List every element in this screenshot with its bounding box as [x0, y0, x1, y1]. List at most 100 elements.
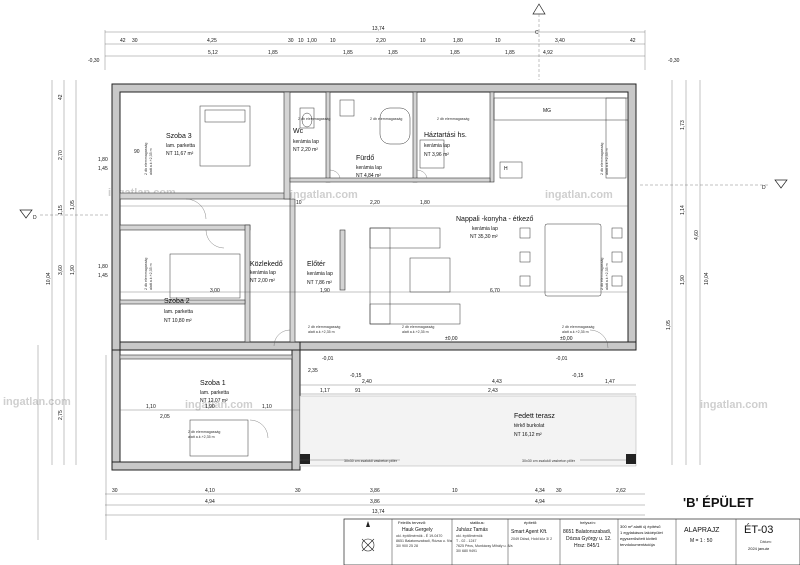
window-note: alatt a.k.+2,35 m: [605, 148, 609, 175]
dim: 1,73: [680, 120, 686, 130]
dim: 4,92: [543, 50, 553, 56]
dim: 6,70: [490, 288, 500, 294]
room-name: Szoba 3: [166, 133, 192, 140]
dim: 2,62: [616, 488, 626, 494]
dim: 1,00: [307, 38, 317, 44]
dim: 2,35: [308, 368, 318, 374]
room-kozlekedo: Közlekedő kerámia lap NT 2,00 m²: [250, 261, 283, 284]
designer-label: Felelős tervező:: [398, 520, 426, 525]
room-labels: Szoba 3 lam. parketta NT 11,67 m² Wc ker…: [164, 128, 555, 438]
dim: 3,86: [370, 499, 380, 505]
room-area: NT 10,80 m²: [164, 318, 192, 324]
room-area: NT 3,96 m²: [424, 152, 449, 158]
door-swings: [185, 169, 609, 439]
furniture: MG H: [169, 97, 629, 457]
dim: 90: [134, 149, 140, 155]
dim: 1,10: [146, 404, 156, 410]
statics-label: statikus:: [470, 520, 485, 525]
client-line: 2049 Diósd, Hold köz 3/ 2: [511, 537, 552, 541]
room-name: Fedett terasz: [514, 413, 555, 420]
window-note: 2 db elemmagasság: [402, 325, 434, 329]
dim: 1,10: [262, 404, 272, 410]
room-name: Előtér: [307, 261, 326, 268]
dim: 1,05: [666, 320, 672, 330]
bottom-dimensions: 30 4,10 30 3,86 10 4,34 30 2,62 4,94 3,8…: [105, 488, 645, 516]
level-mark: ±0,00: [445, 336, 458, 342]
window-note: 2 db elemmagasság: [600, 143, 604, 175]
window-note: alatt a.k.+2,35 m: [562, 330, 589, 334]
room-floor: kerámia lap: [307, 271, 333, 277]
section-mark-c: C: [532, 3, 546, 80]
dim: 3,00: [210, 288, 220, 294]
window-note: alatt a.k.+2,35 m: [188, 435, 215, 439]
sheet-number: ÉT-03: [744, 523, 773, 536]
section-mark-d: D D: [19, 179, 788, 221]
desc-line: 300 m² alatti új építésű: [620, 524, 661, 529]
room-floor: kerámia lap: [293, 139, 319, 145]
dim-bottom-total: 13,74: [372, 509, 385, 515]
dim: 4,94: [535, 499, 545, 505]
room-area: NT 35,30 m²: [470, 234, 498, 240]
desc-line: tervdokumentációja: [620, 542, 655, 547]
window-note: 2 db elemmagasság: [144, 258, 148, 290]
window-note: 2 db elemmagasság: [437, 117, 469, 121]
statics-line: 7625 Pécs, Munkácsy Mihály u. 8/a: [456, 544, 513, 548]
dim: 1,85: [268, 50, 278, 56]
room-area: NT 4,84 m²: [356, 173, 381, 179]
room-wc: Wc kerámia lap NT 2,20 m²: [293, 128, 319, 153]
window-note: 2 db elemmagasság: [188, 430, 220, 434]
window-note: 2 db elemmagasság: [144, 143, 148, 175]
building-title: 'B' ÉPÜLET: [683, 495, 754, 510]
statics-line: 30/ 680 9491: [456, 549, 477, 553]
room-szoba-3: Szoba 3 lam. parketta NT 11,67 m²: [166, 133, 195, 157]
dim: 10: [330, 38, 336, 44]
designer-name: Hauk Gergely: [402, 527, 433, 533]
room-floor: lam. parketta: [166, 143, 195, 149]
client-label: építető:: [524, 520, 537, 525]
dim: 1,45: [98, 166, 108, 172]
room-nappali: Nappali -konyha - étkező kerámia lap NT …: [456, 216, 534, 240]
window-note: 2 db elemmagasság: [370, 117, 402, 121]
window-note: alatt a.k.+2,35 m: [149, 263, 153, 290]
dim: 3,40: [555, 38, 565, 44]
dim: 1,85: [343, 50, 353, 56]
watermark: ingatlan.com: [700, 399, 768, 411]
dim: 30: [112, 488, 118, 494]
window-note: 2 db elemmagasság: [308, 325, 340, 329]
room-name: Háztartási hs.: [424, 132, 467, 139]
window-note: alatt a.k.+2,35 m: [308, 330, 335, 334]
room-szoba-2: Szoba 2 lam. parketta NT 10,80 m²: [164, 298, 193, 324]
site-line: Dózsa György u. 12.: [566, 536, 612, 542]
dim: 5,12: [208, 50, 218, 56]
dim: 1,15: [58, 205, 64, 215]
room-floor: lam. parketta: [164, 309, 193, 315]
sheet-title: ALAPRAJZ: [684, 527, 720, 534]
dim: 1,90: [205, 404, 215, 410]
site-name: 8651 Balatonszabadi,: [563, 529, 611, 535]
watermark: ingatlan.com: [3, 396, 71, 408]
watermark: ingatlan.com: [185, 399, 253, 411]
dim: 30: [295, 488, 301, 494]
room-area: NT 2,20 m²: [293, 147, 318, 153]
level-top-right: -0,30: [668, 58, 680, 64]
dim: 42: [120, 38, 126, 44]
room-eloter: Előtér kerámia lap NT 7,86 m²: [307, 261, 333, 286]
dim: 1,85: [388, 50, 398, 56]
dim-right-total: 10,04: [704, 272, 710, 285]
dim: 1,14: [680, 205, 686, 215]
sheet-scale: M = 1 : 50: [690, 538, 713, 544]
site-label: helyszín:: [580, 520, 596, 525]
level-mark: -0,15: [572, 373, 584, 379]
room-szoba-1: Szoba 1 lam. parketta NT 12,07 m²: [200, 380, 229, 404]
room-area: NT 16,12 m²: [514, 432, 542, 438]
side-dimensions: 10,04 2,70 1,15 3,60 1,90 2,75 1,05 42 1…: [46, 80, 710, 465]
dim: 42: [630, 38, 636, 44]
room-name: Nappali -konyha - étkező: [456, 216, 534, 223]
designer-line: okl. építőmérnök - É 19-0470: [396, 533, 442, 538]
room-area: NT 12,07 m²: [200, 398, 228, 404]
room-floor: kerámia lap: [424, 143, 450, 149]
dim: 1,80: [453, 38, 463, 44]
dim: 42: [58, 94, 64, 100]
dim: 3,86: [370, 488, 380, 494]
